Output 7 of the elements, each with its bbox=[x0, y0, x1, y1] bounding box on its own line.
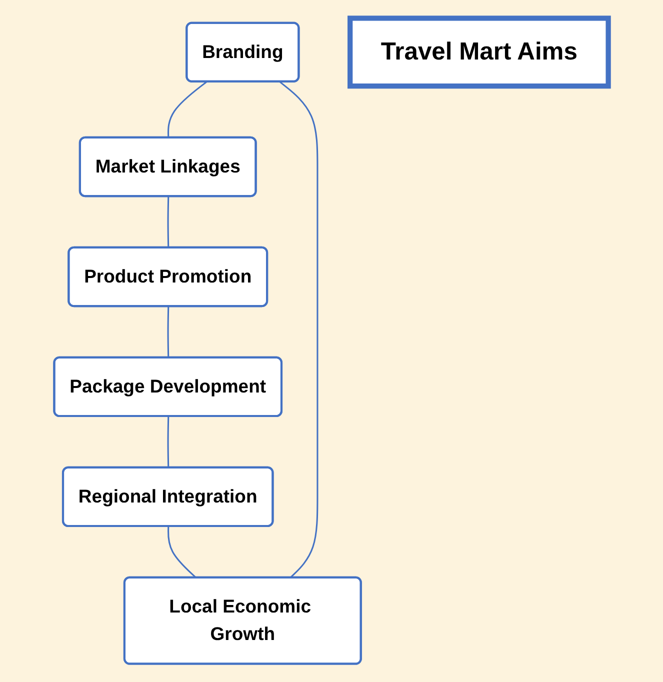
connector bbox=[280, 81, 318, 578]
connector bbox=[168, 306, 170, 358]
connector bbox=[168, 81, 208, 138]
connector bbox=[168, 196, 170, 248]
connector bbox=[168, 416, 170, 468]
connector bbox=[168, 526, 198, 578]
node-box: Travel Mart Aims bbox=[348, 16, 612, 89]
